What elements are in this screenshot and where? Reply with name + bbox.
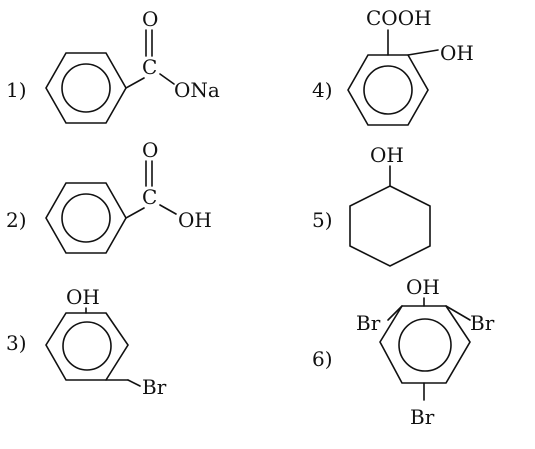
structure-4: 4) COOH OH xyxy=(312,6,474,126)
structure-6-br-bottom: Br xyxy=(410,405,435,429)
structure-1-carbon: C xyxy=(142,55,157,79)
structure-2-benzene-ring xyxy=(45,182,127,254)
structure-4-aromatic-circle xyxy=(363,65,413,115)
structure-1-c-o-bond xyxy=(159,73,175,85)
structure-3-br-bond xyxy=(127,379,141,387)
structure-3-number: 3) xyxy=(6,331,27,355)
structure-2-ring-carbon-bond xyxy=(125,207,145,219)
structure-2-aromatic-circle xyxy=(61,193,111,243)
structure-3-br: Br xyxy=(142,375,167,399)
structure-5: 5) OH xyxy=(312,143,431,267)
structure-6-br-right: Br xyxy=(470,311,495,335)
structure-4-cooh: COOH xyxy=(366,6,432,30)
structure-3-oh: OH xyxy=(66,285,100,309)
structure-6-right-br-bond xyxy=(445,305,471,321)
structure-3-benzene-ring xyxy=(45,312,129,381)
structure-1-number: 1) xyxy=(6,78,27,102)
structure-3-aromatic-circle xyxy=(62,321,112,371)
structure-3: 3) OH Br xyxy=(6,285,167,399)
structure-2-carbon: C xyxy=(142,185,157,209)
structure-1-ring-carbon-bond xyxy=(125,77,145,89)
structure-1-benzene-ring xyxy=(45,52,127,124)
structure-2-number: 2) xyxy=(6,208,27,232)
structure-6-aromatic-circle xyxy=(398,318,452,372)
structure-1-aromatic-circle xyxy=(61,63,111,113)
structure-6-oh: OH xyxy=(406,275,440,299)
structure-2-carbonyl-o: O xyxy=(142,138,158,162)
structure-6: 6) OH Br Br Br xyxy=(312,275,495,429)
structure-6-number: 6) xyxy=(312,347,333,371)
structure-4-number: 4) xyxy=(312,78,333,102)
structure-5-number: 5) xyxy=(312,208,333,232)
structure-6-br-left: Br xyxy=(356,311,381,335)
structure-5-oh: OH xyxy=(370,143,404,167)
structure-2-oh: OH xyxy=(178,208,212,232)
structure-4-oh-bond xyxy=(407,49,439,56)
structure-4-oh: OH xyxy=(440,41,474,65)
structure-4-benzene-ring xyxy=(347,54,429,126)
structure-1: 1) O C ONa xyxy=(6,7,220,124)
structure-1-ona: ONa xyxy=(174,78,220,102)
structure-5-cyclohexane-ring xyxy=(349,185,431,267)
structure-1-carbonyl-o: O xyxy=(142,7,158,31)
structure-2-c-o-bond xyxy=(159,204,177,215)
structure-2: 2) O C OH xyxy=(6,138,212,254)
structure-6-left-br-bond xyxy=(387,305,403,321)
